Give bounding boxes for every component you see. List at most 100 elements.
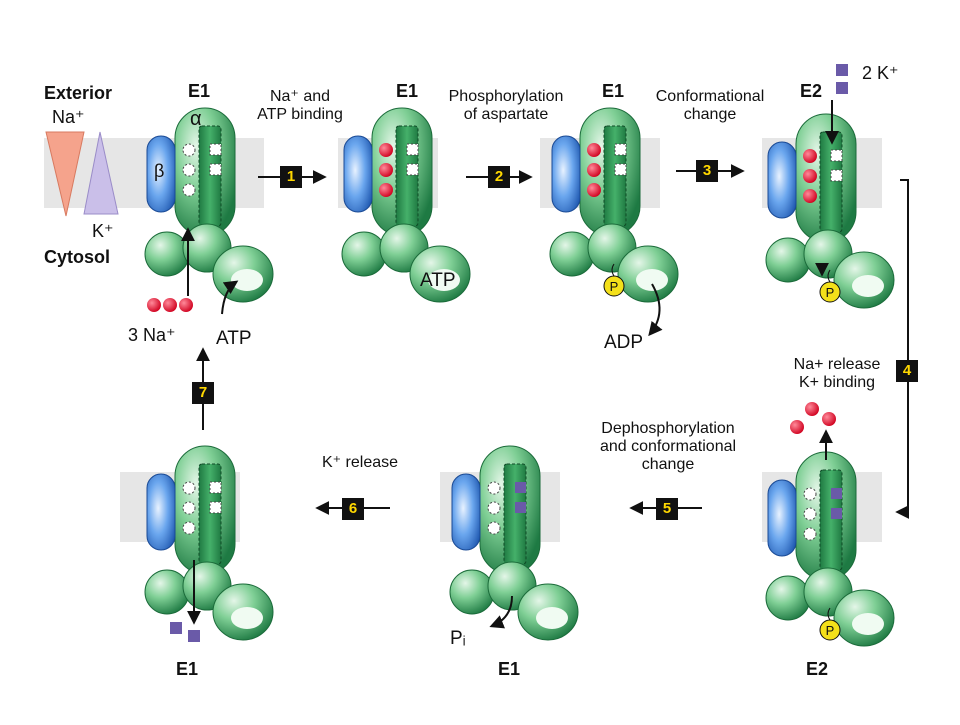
phosphate-link: [827, 607, 831, 621]
released-sodium-ion: [805, 402, 819, 416]
alpha-subunit-label: α: [190, 108, 202, 130]
atp-pocket: [852, 613, 884, 635]
phosphate-link: [611, 263, 615, 277]
sodium-site-empty: [182, 163, 196, 177]
two-potassium-label: 2 K⁺: [862, 63, 899, 83]
released-sodium-ion: [822, 412, 836, 426]
potassium-ion: [831, 508, 842, 519]
potassium-ion: [515, 502, 526, 513]
potassium-site-empty: [209, 501, 222, 514]
sodium-ion: [803, 169, 817, 183]
sodium-ion: [803, 149, 817, 163]
free-sodium-ion: [147, 298, 161, 312]
potassium-ion: [831, 488, 842, 499]
cytoplasmic-domain: [765, 237, 811, 283]
state-label-s7: E1: [176, 659, 199, 679]
released-sodium-ion: [790, 420, 804, 434]
atp-pocket: [636, 269, 668, 291]
adp-release-arrow: [648, 283, 663, 337]
sodium-site-empty: [182, 143, 196, 157]
state-label-s6: E1: [498, 659, 521, 679]
sodium-site-empty: [182, 183, 196, 197]
phosphate-release-arrow: [489, 595, 513, 629]
ion-channel: [603, 125, 627, 227]
pump-state-3: P: [549, 107, 679, 303]
phosphate-label: P: [826, 285, 835, 300]
step4-arrow: [895, 179, 910, 519]
sodium-ion: [587, 143, 601, 157]
state-label-s5: E2: [806, 659, 829, 679]
potassium-site-empty: [830, 149, 843, 162]
atp-pocket: [231, 607, 263, 629]
incoming-potassium-ion: [836, 82, 848, 94]
state-label-s2: E1: [396, 81, 419, 101]
potassium-ion: [515, 482, 526, 493]
sodium-ion: [587, 183, 601, 197]
ion-channel: [198, 125, 222, 227]
step-number-5: 5: [656, 498, 678, 520]
beta-subunit: [767, 479, 797, 557]
sodium-site-empty: [487, 481, 501, 495]
step-number-4: 4: [896, 360, 918, 382]
na-gradient-label: Na⁺: [52, 107, 85, 127]
cytoplasmic-domain: [341, 231, 387, 277]
step-number-3: 3: [696, 160, 718, 182]
beta-subunit: [551, 135, 581, 213]
atp-binding-arrow: [221, 280, 239, 315]
sodium-site-empty: [803, 527, 817, 541]
sodium-ion: [587, 163, 601, 177]
free-sodium-ion: [163, 298, 177, 312]
sodium-site-empty: [487, 501, 501, 515]
state-label-s4: E2: [800, 81, 823, 101]
phosphate-label: P: [826, 623, 835, 638]
pump-state-2: [341, 107, 471, 303]
ion-channel: [819, 131, 843, 233]
step-number-2: 2: [488, 166, 510, 188]
potassium-site-empty: [209, 143, 222, 156]
inorganic-phosphate-label: Pᵢ: [450, 628, 466, 649]
k-gradient-triangle: [83, 131, 119, 215]
potassium-site-empty: [406, 163, 419, 176]
pump-state-7: [144, 445, 274, 641]
ion-channel: [503, 463, 527, 565]
sodium-site-empty: [803, 487, 817, 501]
atp-pocket: [852, 275, 884, 297]
pump-state-6: [449, 445, 579, 641]
adp-label: ADP: [604, 332, 644, 353]
incoming-potassium-ion: [836, 64, 848, 76]
sodium-ion: [379, 163, 393, 177]
free-sodium-ion: [179, 298, 193, 312]
cytoplasmic-domain: [144, 231, 190, 277]
sodium-site-empty: [182, 521, 196, 535]
beta-subunit: [451, 473, 481, 551]
beta-subunit-label: β: [154, 161, 165, 181]
cytoplasmic-domain: [449, 569, 495, 615]
beta-subunit: [146, 135, 176, 213]
potassium-site-empty: [614, 143, 627, 156]
step-number-1: 1: [280, 166, 302, 188]
beta-subunit: [343, 135, 373, 213]
state-label-s3: E1: [602, 81, 625, 101]
atp-label: ATP: [216, 328, 252, 349]
ion-channel: [198, 463, 222, 565]
sodium-ion: [803, 189, 817, 203]
k-gradient-label: K⁺: [92, 221, 114, 241]
state-label-s1: E1: [188, 81, 211, 101]
released-potassium-ion: [170, 622, 182, 634]
sodium-ion: [379, 183, 393, 197]
cytosol-label: Cytosol: [44, 247, 111, 267]
atp-pocket: [231, 269, 263, 291]
sodium-site-empty: [487, 521, 501, 535]
potassium-site-empty: [614, 163, 627, 176]
potassium-site-empty: [209, 163, 222, 176]
step-number-6: 6: [342, 498, 364, 520]
three-sodium-label: 3 Na⁺: [128, 325, 176, 345]
ion-channel: [819, 469, 843, 571]
ion-channel: [395, 125, 419, 227]
pump-state-4: P: [765, 113, 895, 309]
potassium-site-empty: [209, 481, 222, 494]
